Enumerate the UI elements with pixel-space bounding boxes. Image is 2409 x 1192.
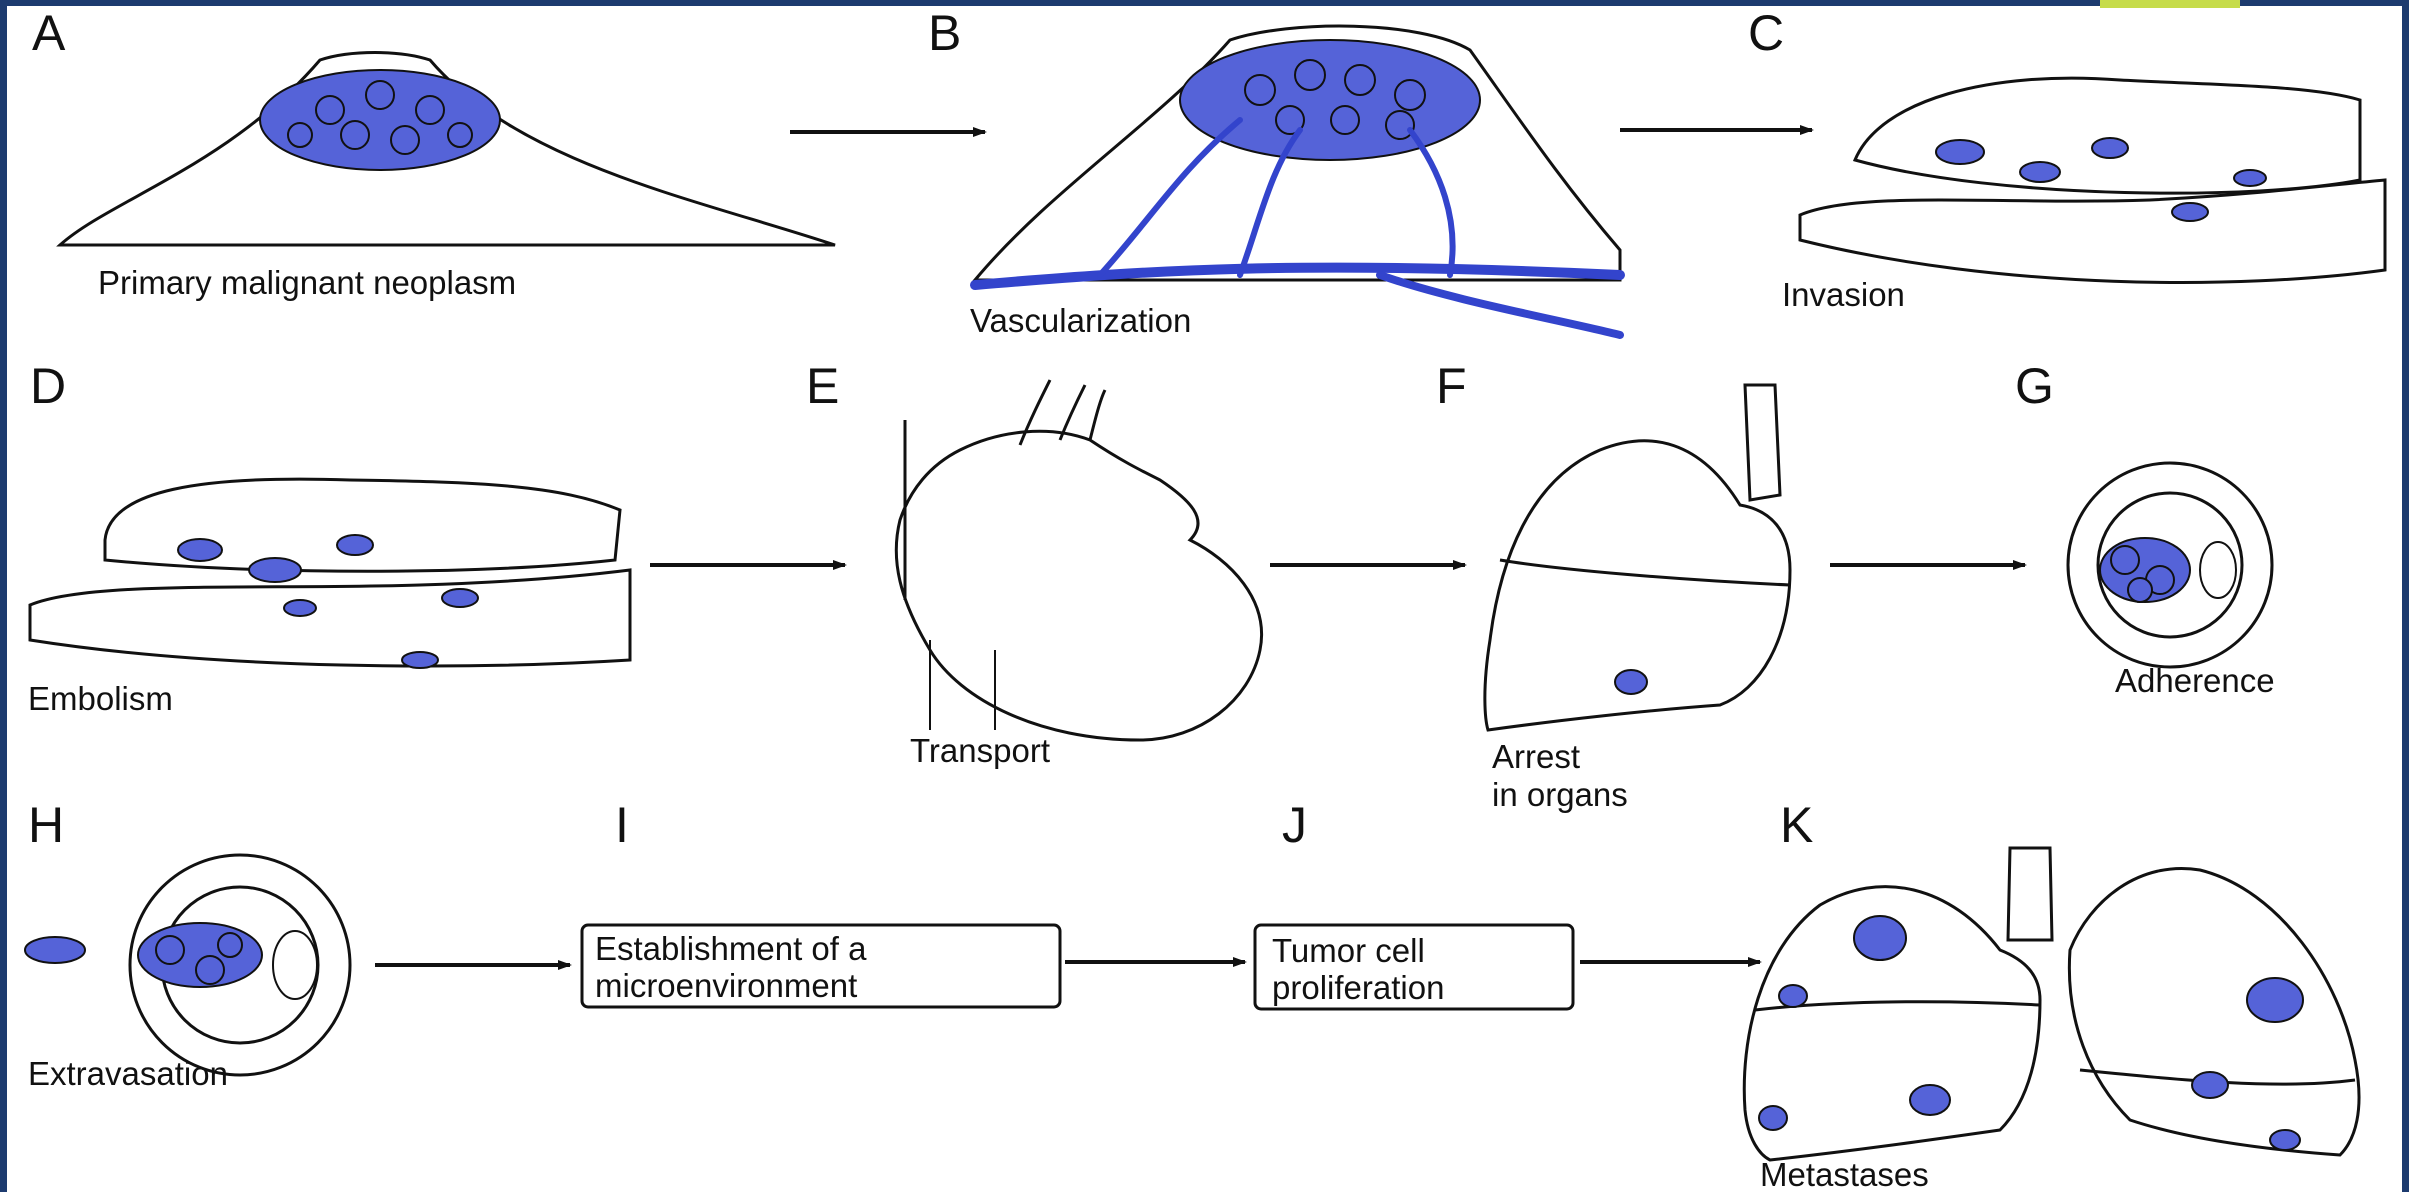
panel-letter-f: F — [1436, 358, 1467, 414]
panel-c: C Invasion — [1748, 5, 2385, 313]
panel-label-g: Adherence — [2115, 662, 2275, 699]
panel-letter-e: E — [806, 358, 839, 414]
accent-bar — [2100, 0, 2240, 8]
panel-letter-b: B — [928, 5, 961, 61]
extravasation-illustration — [25, 855, 350, 1075]
panel-letter-i: I — [615, 797, 629, 853]
panel-d: D Embolism — [28, 358, 630, 717]
panel-a: A Primary malignant neoplasm — [32, 5, 835, 301]
panel-label-f-line1: Arrest — [1492, 738, 1580, 775]
panel-label-c: Invasion — [1782, 276, 1905, 313]
panel-e: E Transport — [806, 358, 1262, 769]
lung-arrest-illustration — [1485, 385, 1790, 730]
panel-letter-j: J — [1282, 797, 1307, 853]
panel-i: I Establishment of a microenvironment — [582, 797, 1060, 1007]
panel-label-d: Embolism — [28, 680, 173, 717]
panel-j-box-line2: proliferation — [1272, 969, 1444, 1006]
panel-label-f-line2: in organs — [1492, 776, 1628, 813]
panel-label-b: Vascularization — [970, 302, 1191, 339]
invasion-illustration — [1800, 78, 2385, 282]
heart-illustration — [896, 380, 1261, 740]
panel-g: G Adherence — [2015, 358, 2275, 699]
panel-label-h: Extravasation — [28, 1055, 228, 1092]
panel-label-a: Primary malignant neoplasm — [98, 264, 516, 301]
panel-letter-c: C — [1748, 5, 1784, 61]
panel-letter-d: D — [30, 358, 66, 414]
panel-j-box-line1: Tumor cell — [1272, 932, 1425, 969]
frame-left-border — [0, 0, 7, 1192]
vascularization-illustration — [975, 26, 1620, 335]
panel-f: F Arrest in organs — [1436, 358, 1790, 813]
primary-neoplasm-illustration — [60, 53, 835, 246]
panel-label-e: Transport — [910, 732, 1050, 769]
panel-i-box-line2: microenvironment — [595, 967, 857, 1004]
panel-b: B Vascularization — [928, 5, 1620, 339]
frame-top-border — [0, 0, 2409, 6]
panel-j: J Tumor cell proliferation — [1255, 797, 1573, 1009]
panel-letter-a: A — [32, 5, 66, 61]
adherence-illustration — [2068, 463, 2272, 667]
panel-letter-g: G — [2015, 358, 2054, 414]
panel-letter-h: H — [28, 797, 64, 853]
metastases-lungs-illustration — [1744, 848, 2359, 1160]
panel-k: K Metastases — [1744, 797, 2359, 1192]
embolism-illustration — [30, 479, 630, 668]
panel-letter-k: K — [1780, 797, 1813, 853]
panel-h: H Extravasation — [25, 797, 350, 1092]
panel-i-box-line1: Establishment of a — [595, 930, 867, 967]
panel-label-k: Metastases — [1760, 1156, 1929, 1192]
frame-right-border — [2402, 0, 2409, 1192]
